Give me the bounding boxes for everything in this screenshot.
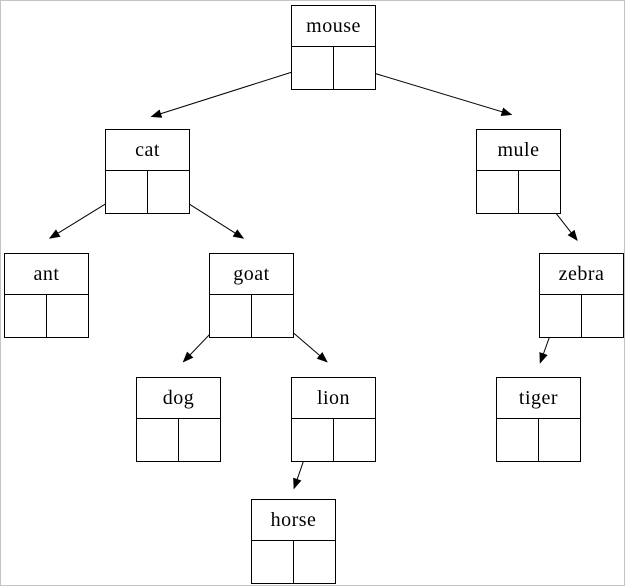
tree-node-cat: cat	[105, 129, 190, 214]
node-label: lion	[292, 378, 375, 419]
node-pointer-cells	[477, 171, 560, 213]
node-pointer-cells	[292, 47, 375, 89]
node-label: tiger	[497, 378, 580, 419]
tree-node-mouse: mouse	[291, 5, 376, 90]
node-pointer-cells	[252, 541, 335, 583]
right-pointer-cell	[148, 171, 189, 213]
node-pointer-cells	[106, 171, 189, 213]
node-pointer-cells	[137, 419, 220, 461]
left-pointer-cell	[292, 419, 334, 461]
node-pointer-cells	[292, 419, 375, 461]
node-label: ant	[5, 254, 88, 295]
node-pointer-cells	[210, 295, 293, 337]
left-pointer-cell	[5, 295, 47, 337]
node-label: horse	[252, 500, 335, 541]
left-pointer-cell	[477, 171, 519, 213]
node-label: goat	[210, 254, 293, 295]
tree-node-ant: ant	[4, 253, 89, 338]
right-pointer-cell	[519, 171, 560, 213]
node-label: mouse	[292, 6, 375, 47]
node-pointer-cells	[497, 419, 580, 461]
node-label: zebra	[540, 254, 623, 295]
node-label: cat	[106, 130, 189, 171]
left-pointer-cell	[292, 47, 334, 89]
tree-node-tiger: tiger	[496, 377, 581, 462]
left-pointer-cell	[252, 541, 294, 583]
node-pointer-cells	[5, 295, 88, 337]
node-label: dog	[137, 378, 220, 419]
right-pointer-cell	[334, 47, 375, 89]
left-pointer-cell	[497, 419, 539, 461]
tree-node-goat: goat	[209, 253, 294, 338]
left-pointer-cell	[540, 295, 582, 337]
node-label: mule	[477, 130, 560, 171]
right-pointer-cell	[334, 419, 375, 461]
edge-mouse-right-mule	[352, 66, 513, 116]
tree-node-zebra: zebra	[539, 253, 624, 338]
right-pointer-cell	[179, 419, 220, 461]
right-pointer-cell	[539, 419, 580, 461]
edge-mouse-left-cat	[150, 65, 313, 118]
right-pointer-cell	[47, 295, 88, 337]
right-pointer-cell	[582, 295, 623, 337]
left-pointer-cell	[210, 295, 252, 337]
tree-node-mule: mule	[476, 129, 561, 214]
tree-node-horse: horse	[251, 499, 336, 584]
left-pointer-cell	[137, 419, 179, 461]
left-pointer-cell	[106, 171, 148, 213]
tree-node-dog: dog	[136, 377, 221, 462]
right-pointer-cell	[252, 295, 293, 337]
right-pointer-cell	[294, 541, 335, 583]
tree-node-lion: lion	[291, 377, 376, 462]
node-pointer-cells	[540, 295, 623, 337]
